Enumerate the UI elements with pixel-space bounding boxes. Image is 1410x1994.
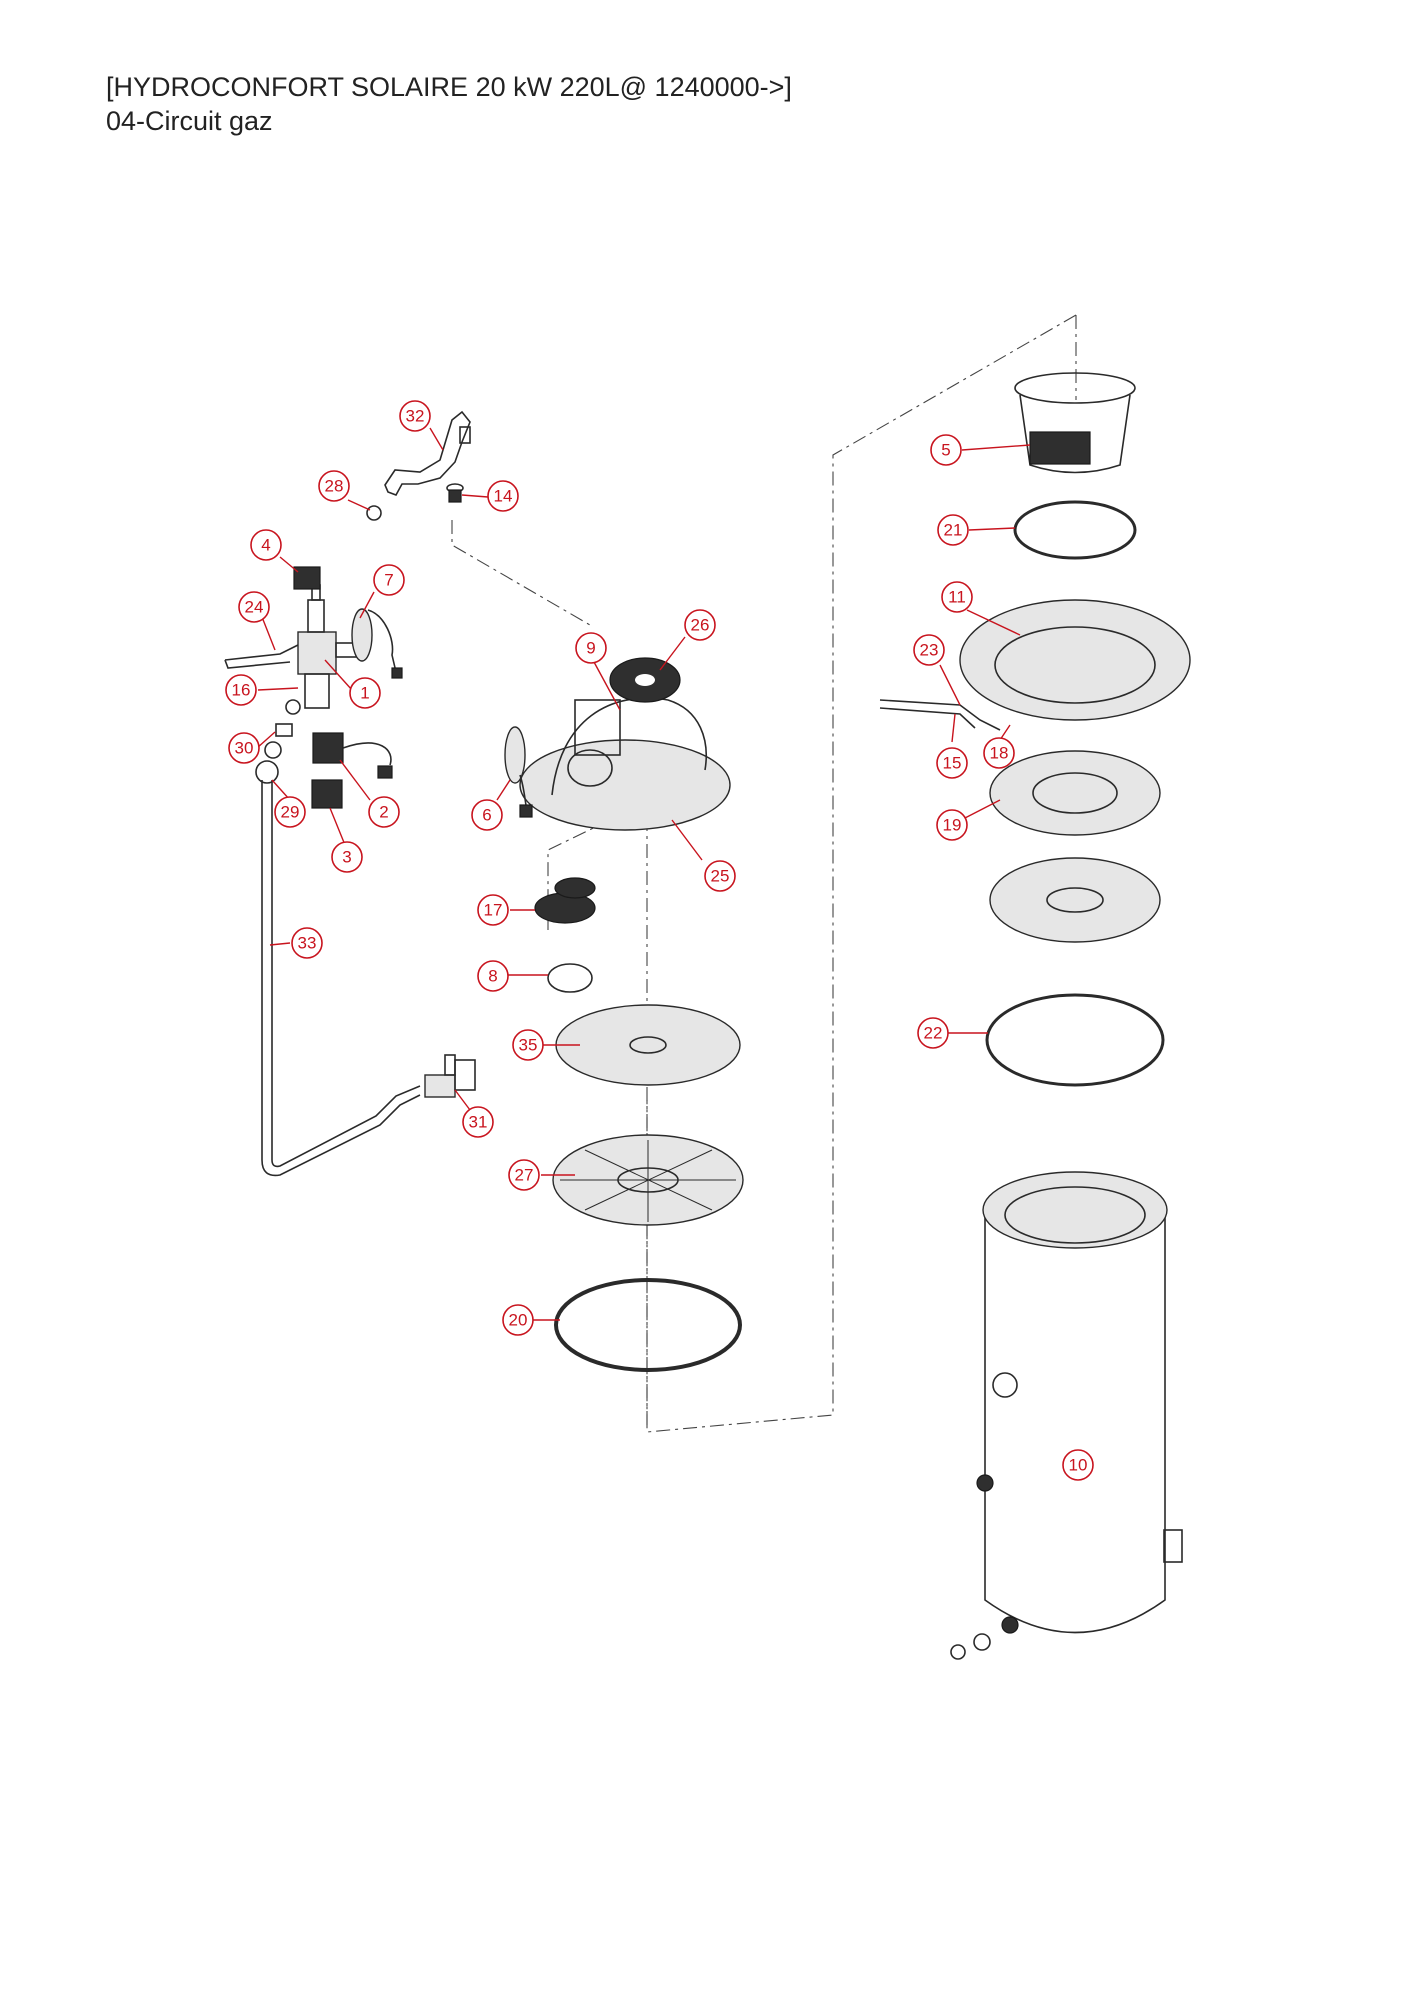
burner-assembly (504, 657, 744, 1372)
callout-6: 6 (471, 799, 503, 831)
callout-18: 18 (983, 737, 1015, 769)
callout-14: 14 (487, 480, 519, 512)
tank-body-part (984, 1215, 1166, 1634)
gas-pipe-part (384, 410, 471, 496)
callout-label: 2 (379, 803, 388, 822)
connector-part (224, 644, 299, 669)
callout-label: 4 (261, 536, 270, 555)
gas-valve-assembly (224, 410, 476, 1177)
callout-label: 17 (484, 901, 503, 920)
callout-label: 7 (384, 571, 393, 590)
elbow-17-part (534, 892, 596, 924)
callout-25: 25 (704, 860, 736, 892)
callout-4: 4 (250, 529, 282, 561)
callout-28: 28 (318, 470, 350, 502)
callout-33: 33 (291, 927, 323, 959)
callout-5: 5 (930, 434, 962, 466)
washer-part (366, 505, 382, 521)
coil-4-part (293, 566, 321, 590)
callout-label: 1 (360, 684, 369, 703)
callout-label: 16 (232, 681, 251, 700)
fitting-29-part (255, 760, 279, 784)
callout-label: 18 (990, 744, 1009, 763)
callout-label: 15 (943, 754, 962, 773)
coil-2-part (312, 732, 344, 764)
callout-label: 21 (944, 521, 963, 540)
burner-base-part (519, 739, 731, 831)
callout-label: 8 (488, 967, 497, 986)
valve-31-part (424, 1074, 456, 1098)
callout-label: 11 (948, 588, 966, 607)
callout-2: 2 (368, 796, 400, 828)
callout-17: 17 (477, 894, 509, 926)
gasket-22-part (985, 993, 1165, 1087)
callout-label: 23 (920, 641, 939, 660)
callout-label: 25 (711, 867, 730, 886)
tank-assembly (879, 372, 1191, 1660)
callout-29: 29 (274, 796, 306, 828)
callout-23: 23 (913, 634, 945, 666)
callout-3: 3 (331, 841, 363, 873)
callout-label: 28 (325, 477, 344, 496)
burner-disc-part (555, 1004, 741, 1086)
callout-label: 31 (469, 1113, 488, 1132)
callout-8: 8 (477, 960, 509, 992)
callout-11: 11 (941, 581, 973, 613)
clamp-8-part (547, 963, 593, 993)
callout-10: 10 (1062, 1449, 1094, 1481)
callout-label: 3 (342, 848, 351, 867)
flue-collar-part (1029, 431, 1091, 465)
callout-label: 32 (406, 407, 425, 426)
spacer-19-part (989, 750, 1161, 836)
callout-16: 16 (225, 674, 257, 706)
callout-7: 7 (373, 564, 405, 596)
callout-label: 9 (586, 639, 595, 658)
callout-20: 20 (502, 1304, 534, 1336)
callout-label: 10 (1069, 1456, 1088, 1475)
callout-label: 30 (235, 739, 254, 758)
igniter-6-part (504, 726, 526, 784)
callout-9: 9 (575, 632, 607, 664)
gas-valve-body (297, 631, 337, 675)
gasket-20-part (554, 1278, 742, 1372)
page-title: [HYDROCONFORT SOLAIRE 20 kW 220L@ 124000… (106, 72, 792, 102)
callout-label: 35 (519, 1036, 538, 1055)
callout-label: 5 (941, 441, 950, 460)
igniter-part (351, 608, 373, 662)
callout-label: 14 (494, 487, 513, 506)
page-subtitle: 04-Circuit gaz (106, 106, 273, 136)
callout-31: 31 (462, 1106, 494, 1138)
callout-label: 6 (482, 806, 491, 825)
callout-30: 30 (228, 732, 260, 764)
callout-26: 26 (684, 609, 716, 641)
callout-15: 15 (936, 747, 968, 779)
callout-label: 33 (298, 934, 317, 953)
callout-32: 32 (399, 400, 431, 432)
callout-19: 19 (936, 809, 968, 841)
callout-label: 20 (509, 1311, 528, 1330)
callout-label: 27 (515, 1166, 534, 1185)
callout-label: 22 (924, 1024, 943, 1043)
callout-label: 29 (281, 803, 300, 822)
callout-24: 24 (238, 591, 270, 623)
ring-21-part (1013, 500, 1137, 560)
coil-3-part (311, 779, 343, 809)
nozzle-part (448, 489, 462, 503)
callout-label: 26 (691, 616, 710, 635)
callout-22: 22 (917, 1017, 949, 1049)
flange-11-part (959, 599, 1191, 721)
callout-35: 35 (512, 1029, 544, 1061)
callout-label: 24 (245, 598, 264, 617)
callout-21: 21 (937, 514, 969, 546)
callout-27: 27 (508, 1159, 540, 1191)
callout-label: 19 (943, 816, 962, 835)
assembly-axis-lines (451, 314, 1077, 1433)
callout-1: 1 (349, 677, 381, 709)
callout-leaders (256, 427, 1031, 1321)
